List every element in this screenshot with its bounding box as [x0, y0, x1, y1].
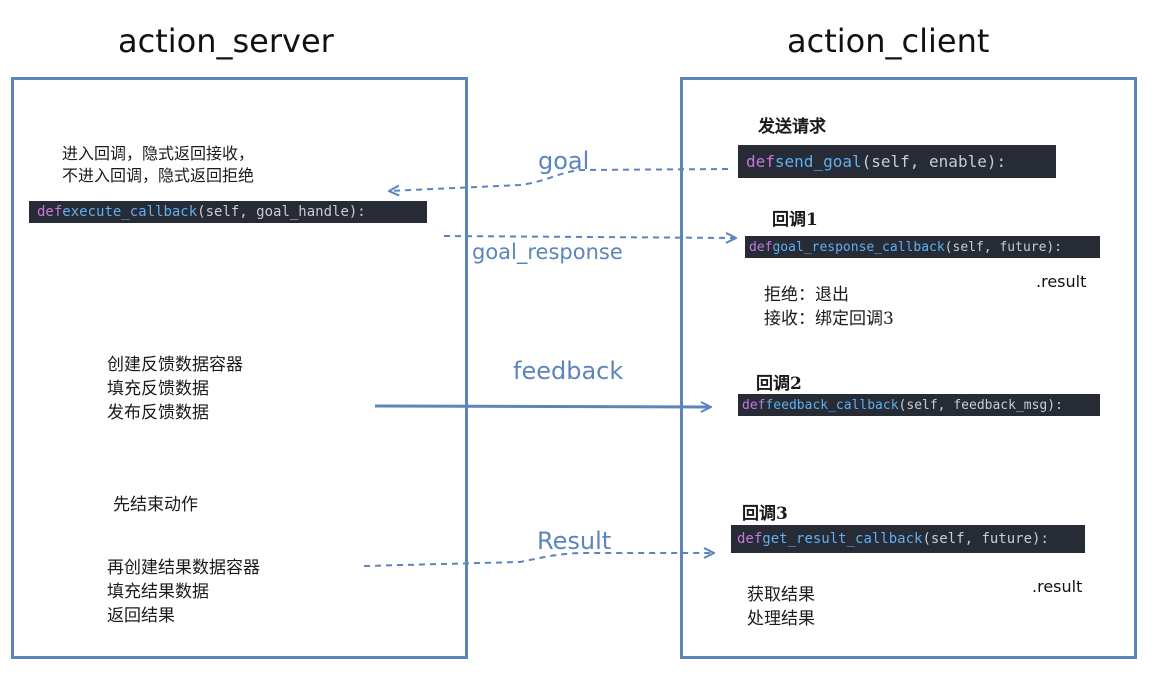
feedback-callback-code: def feedback_callback(self, feedback_msg…: [738, 394, 1100, 416]
result-step-2: 填充结果数据: [107, 582, 209, 602]
client-title: action_client: [787, 22, 990, 60]
code-function: get_result_callback: [762, 531, 923, 547]
feedback-label: feedback: [513, 357, 624, 385]
callback-1-label: 回调1: [772, 210, 818, 230]
goal-response-callback-code: def goal_response_callback(self, future)…: [745, 236, 1100, 258]
goal-arrow: [390, 168, 729, 191]
execute-callback-code: def execute_callback(self, goal_handle):: [29, 201, 427, 223]
callback-1-accept-text: 接收：绑定回调3: [764, 309, 894, 329]
code-args: (self, feedback_msg):: [898, 397, 1063, 413]
server-title: action_server: [118, 22, 334, 60]
code-args: (self, enable):: [861, 152, 1007, 171]
callback-3-result: .result: [1032, 577, 1083, 596]
result-step-3: 返回结果: [107, 606, 175, 626]
feedback-arrow: [374, 406, 710, 407]
code-function: goal_response_callback: [772, 239, 945, 255]
send-goal-code: def send_goal(self, enable):: [738, 145, 1056, 178]
code-keyword: def: [746, 152, 775, 171]
callback-3-label: 回调3: [742, 504, 788, 524]
code-args: (self, future):: [944, 239, 1063, 255]
goal-response-arrow: [443, 236, 735, 238]
goal-handling-text-2: 不进入回调，隐式返回拒绝: [62, 166, 255, 185]
code-function: send_goal: [774, 152, 862, 171]
feedback-step-1: 创建反馈数据容器: [107, 355, 243, 375]
code-keyword: def: [37, 204, 63, 220]
client-panel: [680, 77, 1137, 659]
server-panel: [11, 77, 468, 659]
feedback-step-3: 发布反馈数据: [107, 403, 209, 423]
code-keyword: def: [742, 397, 766, 413]
goal-response-label: goal_response: [472, 240, 623, 264]
code-keyword: def: [737, 531, 763, 547]
goal-label: goal: [538, 147, 590, 175]
finish-action-text: 先结束动作: [113, 495, 198, 515]
callback-3-get-text: 获取结果: [747, 585, 815, 605]
code-function: feedback_callback: [765, 397, 899, 413]
code-function: execute_callback: [62, 204, 198, 220]
feedback-step-2: 填充反馈数据: [107, 379, 209, 399]
callback-3-process-text: 处理结果: [747, 609, 815, 629]
result-label: Result: [537, 527, 612, 555]
code-args: (self, future):: [922, 531, 1049, 547]
callback-2-label: 回调2: [756, 374, 802, 394]
goal-handling-text-1: 进入回调，隐式返回接收，: [62, 144, 255, 163]
result-step-1: 再创建结果数据容器: [107, 558, 260, 578]
get-result-callback-code: def get_result_callback(self, future):: [731, 525, 1085, 553]
code-args: (self, goal_handle):: [197, 204, 366, 220]
callback-1-reject-text: 拒绝：退出: [764, 285, 849, 305]
result-arrow: [363, 553, 713, 567]
callback-1-result: .result: [1036, 272, 1087, 291]
send-request-label: 发送请求: [758, 117, 826, 137]
code-keyword: def: [749, 239, 773, 255]
